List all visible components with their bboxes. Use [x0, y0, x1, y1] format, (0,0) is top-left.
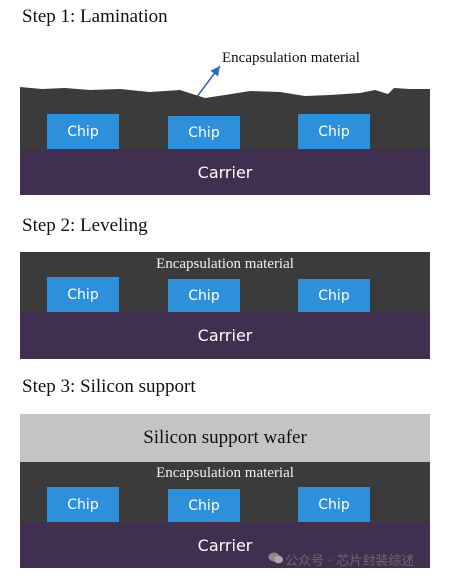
- step3-carrier: Carrier: [20, 522, 430, 568]
- step3-chip-3: Chip: [298, 487, 370, 522]
- step2-chip-1: Chip: [47, 277, 119, 312]
- step1-carrier: Carrier: [20, 149, 430, 195]
- step2-carrier: Carrier: [20, 312, 430, 359]
- step2-chip-3: Chip: [298, 279, 370, 312]
- silicon-support-wafer: Silicon support wafer: [20, 414, 430, 462]
- step2-title: Step 2: Leveling: [22, 215, 148, 236]
- step1-chip-2: Chip: [168, 116, 240, 149]
- wechat-icon: [268, 552, 283, 564]
- step3-encapsulation-label: Encapsulation material: [156, 465, 294, 481]
- step3-title: Step 3: Silicon support: [22, 376, 196, 397]
- step1-title: Step 1: Lamination: [22, 6, 168, 27]
- callout-arrow-icon: [195, 65, 221, 99]
- step1-chip-1: Chip: [47, 114, 119, 149]
- step3-chip-2: Chip: [168, 489, 240, 522]
- step2-encapsulation-label: Encapsulation material: [156, 256, 294, 272]
- step1-encapsulation-callout: Encapsulation material: [222, 50, 360, 66]
- watermark-text: 公众号 · 芯片封装综述: [285, 554, 415, 569]
- step2-chip-2: Chip: [168, 279, 240, 312]
- step1-chip-3: Chip: [298, 114, 370, 149]
- step3-chip-1: Chip: [47, 487, 119, 522]
